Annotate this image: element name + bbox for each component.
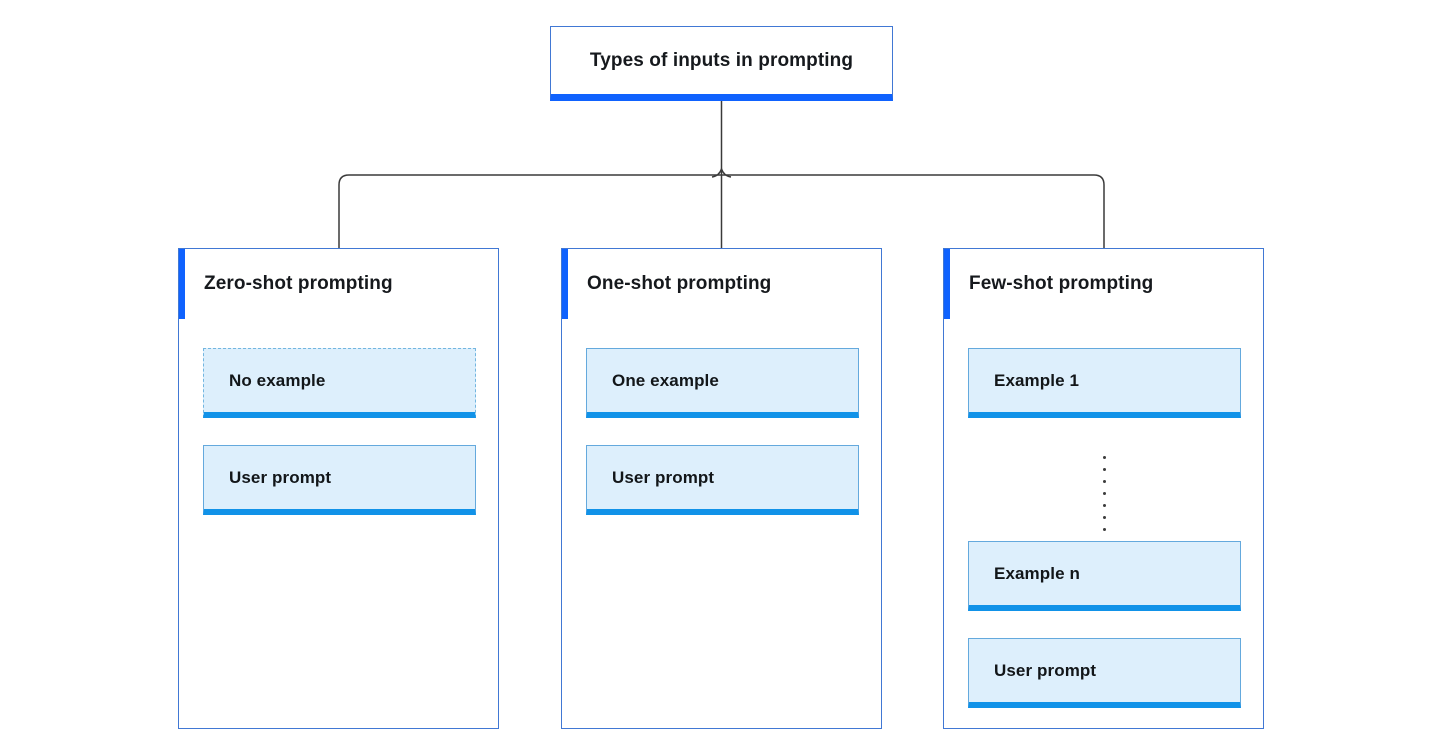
dot: [1103, 503, 1106, 507]
column-heading: Few-shot prompting: [969, 273, 1154, 294]
item-label: User prompt: [229, 467, 332, 487]
column-one-shot: One-shot prompting One example User prom…: [561, 248, 882, 729]
item-box: User prompt: [968, 638, 1241, 708]
column-accent-bar: [562, 249, 568, 319]
column-accent-bar: [179, 249, 185, 319]
dot: [1103, 491, 1106, 495]
item-box: Example n: [968, 541, 1241, 611]
item-label: No example: [229, 370, 326, 390]
dot: [1103, 467, 1106, 471]
dot: [1103, 455, 1106, 459]
vertical-ellipsis-icon: [968, 445, 1241, 541]
item-label: User prompt: [994, 660, 1097, 680]
column-heading: One-shot prompting: [587, 273, 772, 294]
column-zero-shot: Zero-shot prompting No example User prom…: [178, 248, 499, 729]
item-box: No example: [203, 348, 476, 418]
item-box: Example 1: [968, 348, 1241, 418]
item-label: Example n: [994, 563, 1080, 583]
column-few-shot: Few-shot prompting Example 1 Example n U…: [943, 248, 1264, 729]
item-label: One example: [612, 370, 719, 390]
root-title-box: Types of inputs in prompting: [550, 26, 893, 101]
dot: [1103, 515, 1106, 519]
item-box: User prompt: [203, 445, 476, 515]
item-label: Example 1: [994, 370, 1080, 390]
column-heading: Zero-shot prompting: [204, 273, 393, 294]
column-items: Example 1 Example n User prompt: [968, 348, 1241, 708]
item-label: User prompt: [612, 467, 715, 487]
column-accent-bar: [944, 249, 950, 319]
column-items: One example User prompt: [586, 348, 859, 515]
item-box: One example: [586, 348, 859, 418]
dot: [1103, 527, 1106, 531]
dot: [1103, 479, 1106, 483]
column-items: No example User prompt: [203, 348, 476, 515]
item-box: User prompt: [586, 445, 859, 515]
page-title: Types of inputs in prompting: [589, 49, 854, 71]
